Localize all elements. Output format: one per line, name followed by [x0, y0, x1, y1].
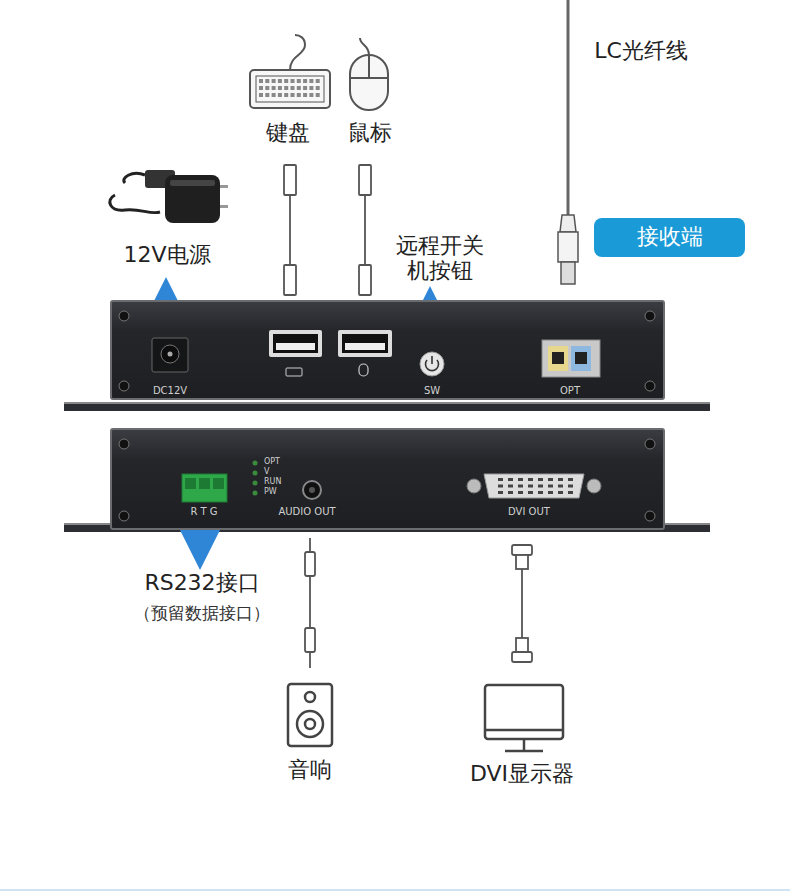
port-label: AUDIO OUT — [278, 506, 335, 517]
device-panel: OPTVRUNPW R T G AUDIO OUT DVI OUT — [110, 428, 665, 530]
callout-label: （预留数据接口） — [134, 603, 270, 623]
device-panel: DC12V SW OPT — [110, 300, 665, 400]
port-label: R T G — [190, 506, 217, 517]
callout-label: 鼠标 — [348, 120, 392, 146]
box-title: 接收端 — [637, 225, 703, 249]
port-label: V — [264, 468, 269, 477]
callout-label: 键盘 — [266, 120, 310, 146]
panel-art — [112, 302, 667, 402]
port-label: DVI OUT — [508, 506, 550, 517]
port-label: RUN — [264, 478, 281, 487]
port-label: PW — [264, 488, 277, 497]
callout-label: DVI显示器 — [470, 761, 574, 787]
port-label: SW — [424, 385, 440, 396]
callout-label: 音响 — [288, 757, 332, 783]
callout-label: 12V电源 — [123, 242, 210, 268]
callout-label: LC光纤线 — [594, 38, 688, 64]
label-box: 接收端 — [594, 218, 745, 257]
port-label: OPT — [560, 385, 580, 396]
callout-label: 远程开关 机按钮 — [390, 233, 490, 284]
callout-label: RS232接口 — [144, 570, 259, 596]
port-label: OPT — [264, 458, 280, 467]
port-label: DC12V — [153, 385, 187, 396]
